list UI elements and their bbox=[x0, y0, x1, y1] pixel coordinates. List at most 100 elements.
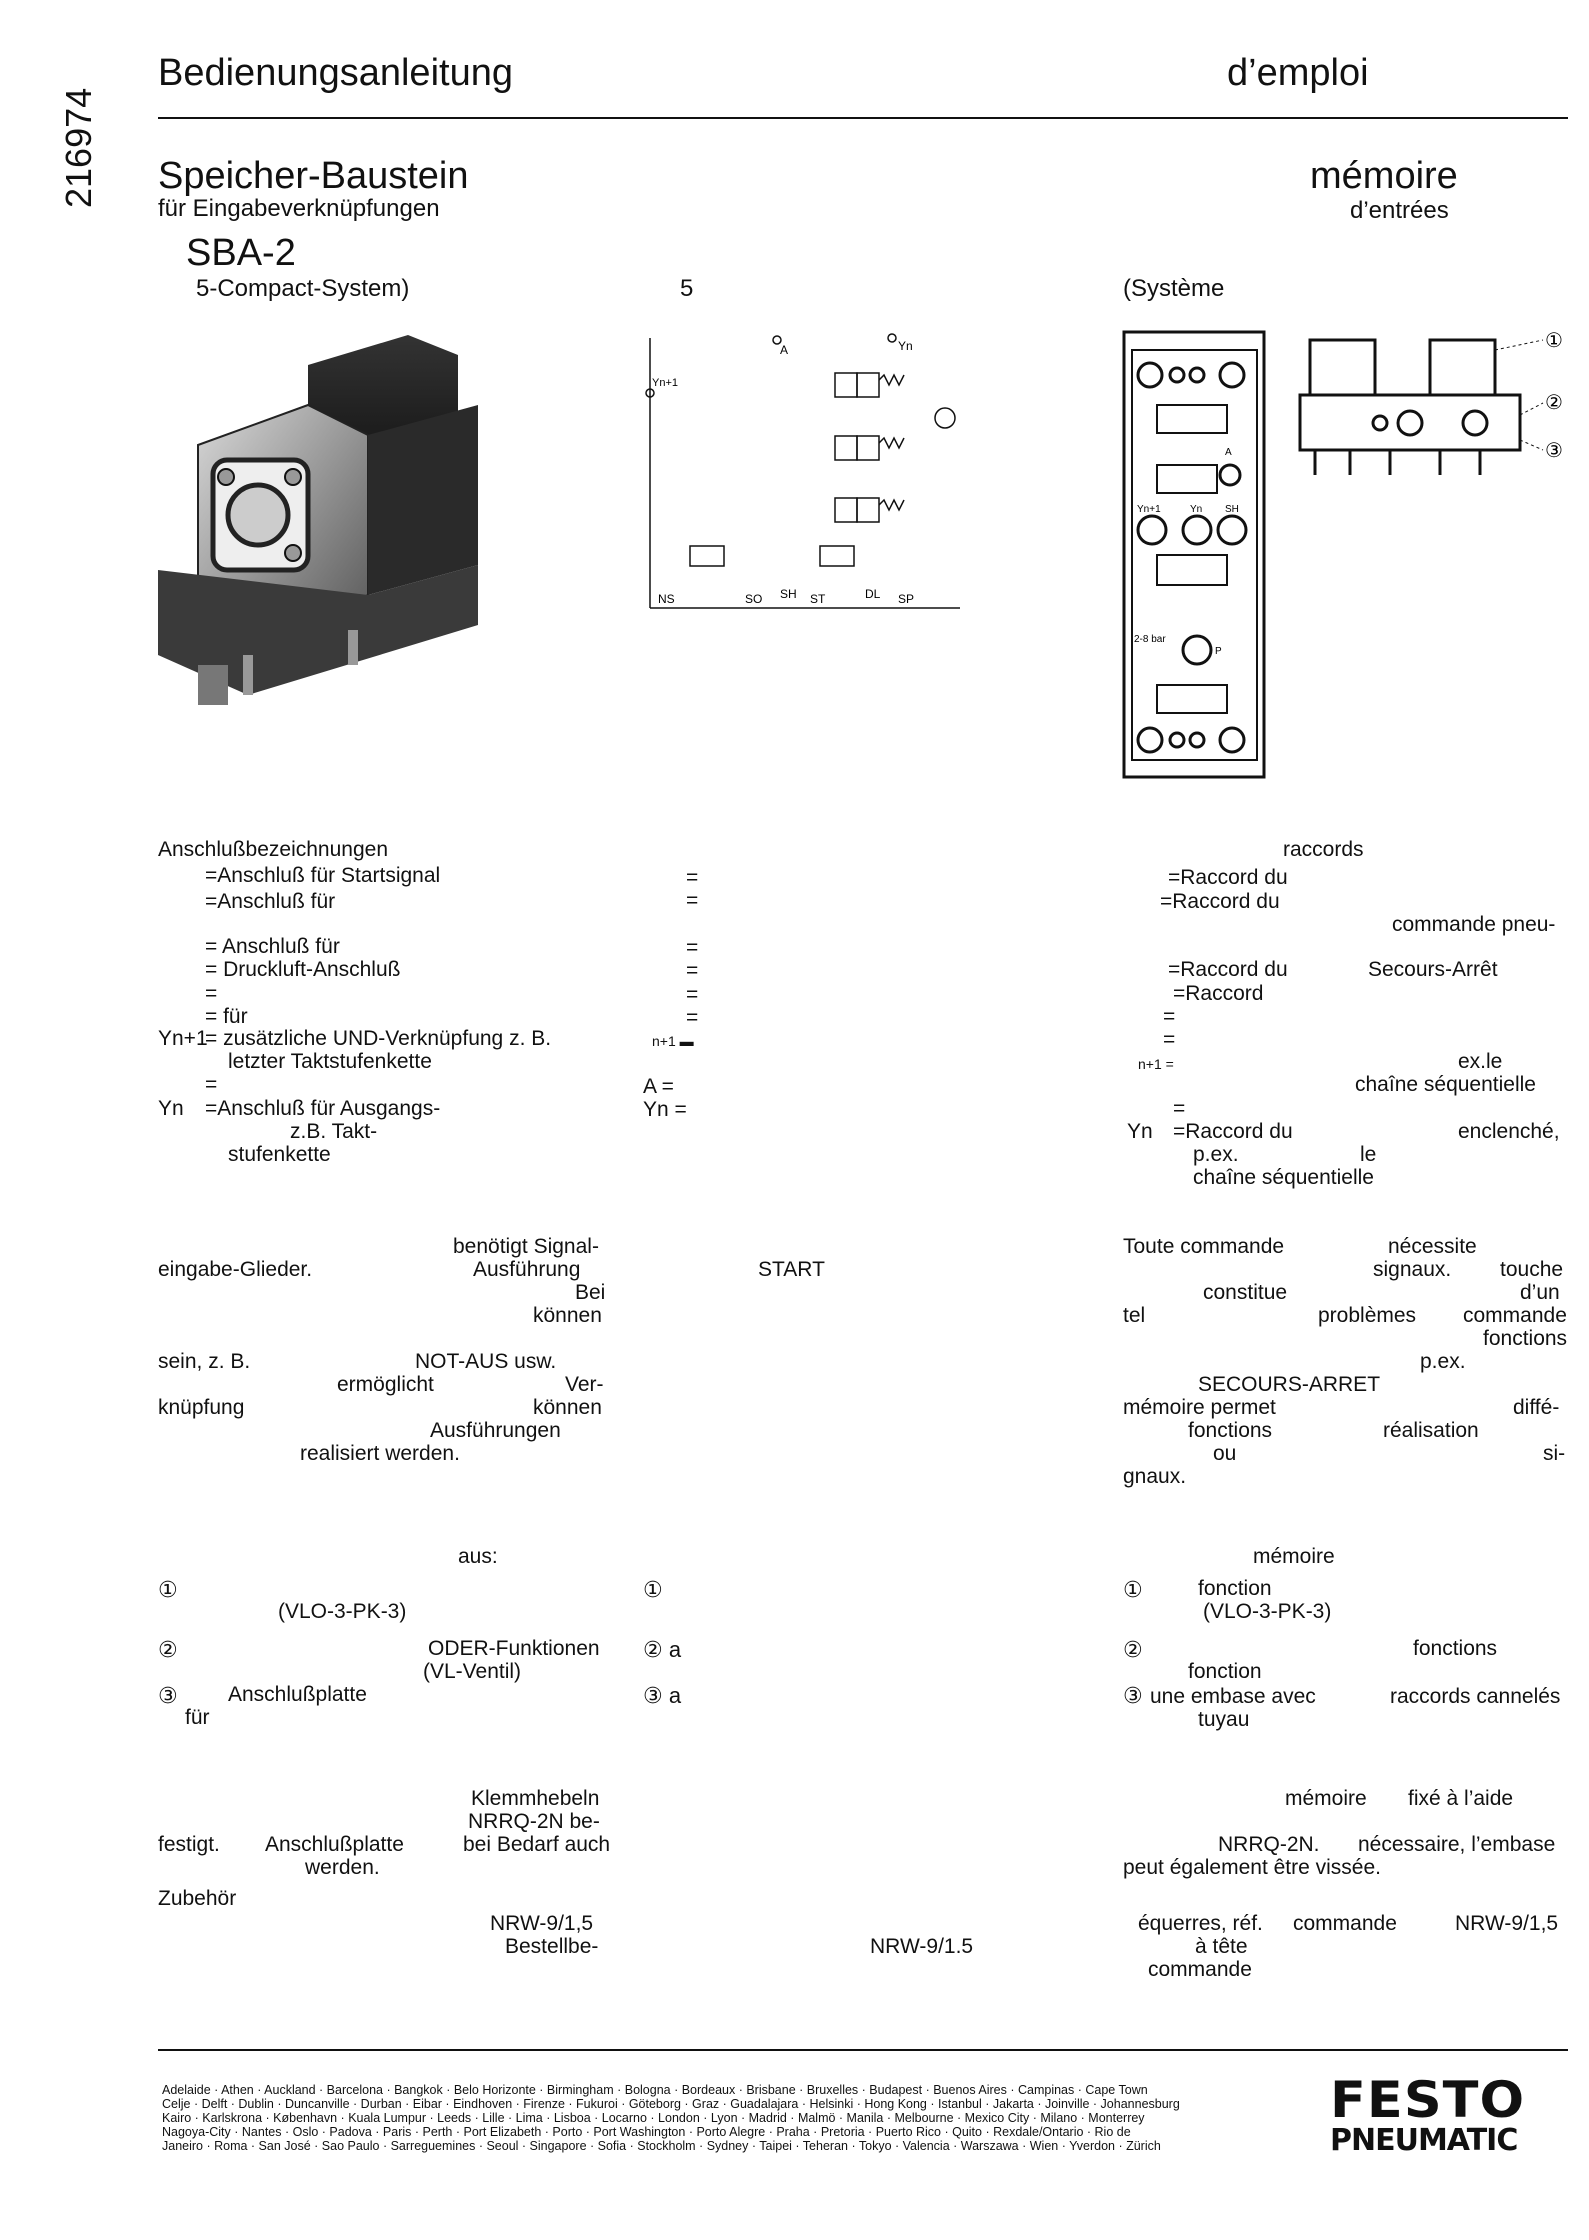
mounting-line-de: Anschlußplatte bbox=[265, 1833, 404, 1856]
festo-logo: FESTO PNEUMATIC bbox=[1330, 2075, 1570, 2157]
header-title-left: Bedienungsanleitung bbox=[158, 52, 513, 94]
port-label-p: P bbox=[1215, 646, 1222, 657]
port-line-fr: commande pneu- bbox=[1392, 913, 1556, 936]
function-line-de: Ausführung bbox=[473, 1258, 581, 1281]
mounting-line-fr: peut également être vissée. bbox=[1123, 1856, 1381, 1879]
function-line-fr: tel bbox=[1123, 1304, 1146, 1327]
component-number: ① bbox=[1123, 1577, 1143, 1602]
port-line-fr: = bbox=[1173, 1097, 1186, 1120]
header-title-right: d’emploi bbox=[1227, 52, 1369, 94]
mounting-line-de: Klemmhebeln bbox=[471, 1787, 600, 1810]
schematic-label-ns: NS bbox=[658, 592, 675, 606]
footer-city-line: Celje · Delft · Dublin · Duncanville · D… bbox=[162, 2097, 1180, 2111]
function-line-fr: réalisation bbox=[1383, 1419, 1479, 1442]
port-line-de: = Druckluft-Anschluß bbox=[205, 958, 401, 981]
function-line-fr: problèmes bbox=[1318, 1304, 1417, 1327]
port-mid: = bbox=[686, 866, 699, 889]
port-line-de: =Anschluß für Startsignal bbox=[205, 864, 441, 887]
component-number: ③ bbox=[1123, 1683, 1143, 1708]
port-label-pressure: 2-8 bar bbox=[1134, 634, 1166, 645]
callout-1: ① bbox=[1545, 328, 1563, 352]
component-text-fr: fonction bbox=[1198, 1577, 1272, 1600]
port-line-fr: = bbox=[1163, 1028, 1176, 1051]
product-mid-number: 5 bbox=[680, 275, 694, 302]
function-line-de: Ver- bbox=[565, 1373, 604, 1396]
components-intro-fr: mémoire bbox=[1253, 1545, 1335, 1568]
port-line-fr: chaîne séquentielle bbox=[1193, 1166, 1374, 1189]
port-line-fr: n+1 = bbox=[1138, 1056, 1174, 1072]
port-mid: = bbox=[686, 936, 699, 959]
component-text-de: für bbox=[185, 1706, 210, 1729]
product-subtitle-de: für Eingabeverknüpfungen bbox=[158, 195, 440, 222]
mounting-line-fr: mémoire bbox=[1285, 1787, 1367, 1810]
port-label-sh: SH bbox=[1225, 504, 1239, 515]
product-system-de: 5-Compact-System) bbox=[196, 275, 410, 302]
schematic-label-sp: SP bbox=[898, 592, 914, 606]
component-text-fr: fonction bbox=[1188, 1660, 1262, 1683]
port-line-de: = bbox=[205, 982, 218, 1005]
port-line-fr: =Raccord du bbox=[1173, 1120, 1293, 1143]
component-number: ③ bbox=[158, 1683, 178, 1708]
schematic-label-yn1: Yn+1 bbox=[652, 377, 678, 389]
mounting-line-de: NRRQ-2N be- bbox=[468, 1810, 600, 1833]
component-mid: ③ a bbox=[643, 1683, 682, 1708]
footer-rule bbox=[158, 2049, 1568, 2051]
port-mid: Yn = bbox=[643, 1098, 687, 1121]
components-intro-de: aus: bbox=[458, 1545, 498, 1568]
component-text-de: Anschlußplatte bbox=[228, 1683, 367, 1706]
component-text-de: (VL-Ventil) bbox=[423, 1660, 522, 1683]
function-line-de: ermöglicht bbox=[337, 1373, 434, 1396]
function-line-fr: nécessite bbox=[1388, 1235, 1477, 1258]
function-line-fr: signaux. bbox=[1373, 1258, 1452, 1281]
schematic-label-dl: DL bbox=[865, 587, 881, 601]
port-line-de: letzter Taktstufenkette bbox=[228, 1050, 432, 1073]
mounting-line-de: NRW-9/1,5 bbox=[490, 1912, 594, 1935]
mounting-mid: NRW-9/1.5 bbox=[870, 1935, 974, 1958]
port-line-fr: Secours-Arrêt bbox=[1368, 958, 1498, 981]
port-line-fr: enclenché, bbox=[1458, 1120, 1560, 1143]
function-line-fr: p.ex. bbox=[1420, 1350, 1466, 1373]
port-label-a: A bbox=[1225, 447, 1232, 458]
port-mid: n+1 ▬ bbox=[652, 1033, 694, 1049]
footer-city-line: Adelaide · Athen · Auckland · Barcelona … bbox=[162, 2083, 1148, 2097]
product-model: SBA-2 bbox=[186, 232, 296, 274]
function-line-fr: SECOURS-ARRET bbox=[1198, 1373, 1381, 1396]
port-line-fr: p.ex. bbox=[1193, 1143, 1239, 1166]
mounting-line-fr: NRRQ-2N. bbox=[1218, 1833, 1320, 1856]
function-line-fr: ou bbox=[1213, 1442, 1237, 1465]
port-mid: A = bbox=[643, 1075, 674, 1098]
mounting-line-de: Bestellbe- bbox=[505, 1935, 599, 1958]
port-line-de: =Anschluß für Ausgangs- bbox=[205, 1097, 441, 1120]
product-name-de: Speicher-Baustein bbox=[158, 155, 469, 197]
function-line-de: benötigt Signal- bbox=[453, 1235, 599, 1258]
port-label-yn: Yn bbox=[1190, 504, 1202, 515]
function-line-de: sein, z. B. bbox=[158, 1350, 251, 1373]
port-line-de: = Anschluß für bbox=[205, 935, 340, 958]
mounting-line-de: bei Bedarf auch bbox=[463, 1833, 611, 1856]
footer-city-list: Adelaide · Athen · Auckland · Barcelona … bbox=[162, 2083, 1180, 2153]
port-mid: = bbox=[686, 983, 699, 1006]
function-line-de: eingabe-Glieder. bbox=[158, 1258, 313, 1281]
header-rule bbox=[158, 117, 1568, 119]
port-mid: = bbox=[686, 889, 699, 912]
ports-heading-fr: raccords bbox=[1283, 838, 1364, 861]
function-line-fr: gnaux. bbox=[1123, 1465, 1187, 1488]
function-line-fr: constitue bbox=[1203, 1281, 1288, 1304]
footer-city-line: Nagoya-City · Nantes · Oslo · Padova · P… bbox=[162, 2125, 1131, 2139]
port-line-de: stufenkette bbox=[228, 1143, 331, 1166]
ports-heading-de: Anschlußbezeichnungen bbox=[158, 838, 388, 861]
port-line-fr: =Raccord bbox=[1173, 982, 1264, 1005]
component-text-fr: fonctions bbox=[1413, 1637, 1498, 1660]
port-mid: = bbox=[686, 1006, 699, 1029]
pneumatic-schematic: A Yn Yn+1 NS SO SH ST DL SP bbox=[645, 333, 960, 609]
port-diagram: Yn+1 Yn SH A 2-8 bar P bbox=[1122, 330, 1266, 779]
schematic-label-yn: Yn bbox=[898, 339, 913, 353]
function-line-fr: fonctions bbox=[1188, 1419, 1273, 1442]
port-label-yn1: Yn+1 bbox=[1137, 504, 1161, 515]
function-line-fr: diffé- bbox=[1513, 1396, 1560, 1419]
port-line-de: z.B. Takt- bbox=[290, 1120, 378, 1143]
component-text-fr: raccords cannelés bbox=[1390, 1685, 1561, 1708]
port-mid: = bbox=[686, 959, 699, 982]
component-number: ① bbox=[158, 1577, 178, 1602]
port-line-de: = zusätzliche UND-Verknüpfung z. B. bbox=[205, 1027, 552, 1050]
